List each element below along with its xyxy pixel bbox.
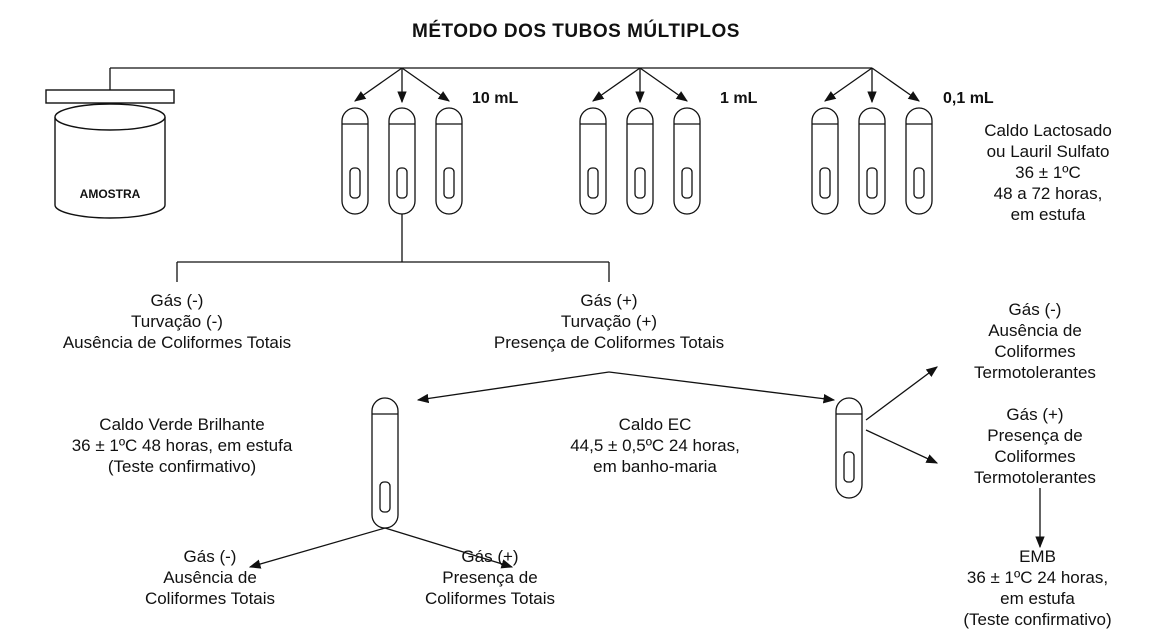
arrow-ec-negative — [865, 366, 938, 421]
arrow-01ml-left — [824, 67, 873, 102]
ec-medium: Caldo EC 44,5 ± 0,5ºC 24 horas, em banho… — [570, 415, 740, 476]
volume-label-1ml: 1 mL — [720, 90, 758, 107]
sample-jar-icon — [45, 89, 175, 219]
confirmative-negative-result: Gás (-) Ausência de Coliformes Totais — [144, 547, 276, 608]
volume-label-10ml: 10 mL — [472, 90, 519, 107]
tube-01ml-2 — [858, 107, 886, 215]
tube-10ml-2 — [388, 107, 416, 215]
arrow-1ml-right — [639, 67, 688, 102]
diagram-title: MÉTODO DOS TUBOS MÚLTIPLOS — [412, 21, 740, 42]
confirmative-medium: Caldo Verde Brilhante 36 ± 1ºC 48 horas,… — [71, 415, 293, 476]
presumptive-negative-result: Gás (-) Turvação (-) Ausência de Colifor… — [62, 291, 292, 352]
arrow-verde-negative — [248, 527, 386, 569]
volume-label-01ml: 0,1 mL — [943, 90, 994, 107]
tube-01ml-1 — [811, 107, 839, 215]
tube-1ml-2 — [626, 107, 654, 215]
tube-verde-brilhante — [371, 397, 399, 529]
tube-1ml-1 — [579, 107, 607, 215]
arrow-10ml-right — [401, 67, 450, 102]
tube-01ml-3 — [905, 107, 933, 215]
arrow-to-verde-brilhante — [416, 371, 610, 404]
arrow-10ml-left — [354, 67, 403, 102]
arrow-verde-positive — [384, 527, 514, 569]
arrow-to-caldo-ec — [608, 371, 836, 404]
tube-10ml-3 — [435, 107, 463, 215]
tube-caldo-ec — [835, 397, 863, 499]
test-tubes — [341, 107, 933, 529]
thermotolerant-positive-result: Gás (+) Presença de Coliformes Termotole… — [974, 405, 1096, 487]
thermotolerant-negative-result: Gás (-) Ausência de Coliformes Termotole… — [974, 300, 1096, 382]
tube-10ml-1 — [341, 107, 369, 215]
presumptive-positive-result: Gás (+) Turvação (+) Presença de Colifor… — [493, 291, 725, 352]
confirmative-positive-result: Gás (+) Presença de Coliformes Totais — [424, 547, 556, 608]
presumptive-medium: Caldo Lactosado ou Lauril Sulfato 36 ± 1… — [984, 121, 1112, 224]
arrow-1ml-left — [592, 67, 641, 102]
arrow-ec-positive — [865, 429, 939, 464]
emb-test: EMB 36 ± 1ºC 24 horas, em estufa (Teste … — [963, 547, 1112, 629]
sample-label: AMOSTRA — [79, 187, 141, 201]
presumptive-result-branch — [176, 214, 610, 282]
arrow-01ml-right — [871, 67, 920, 102]
sample-distribution-line — [109, 67, 872, 90]
tube-1ml-3 — [673, 107, 701, 215]
